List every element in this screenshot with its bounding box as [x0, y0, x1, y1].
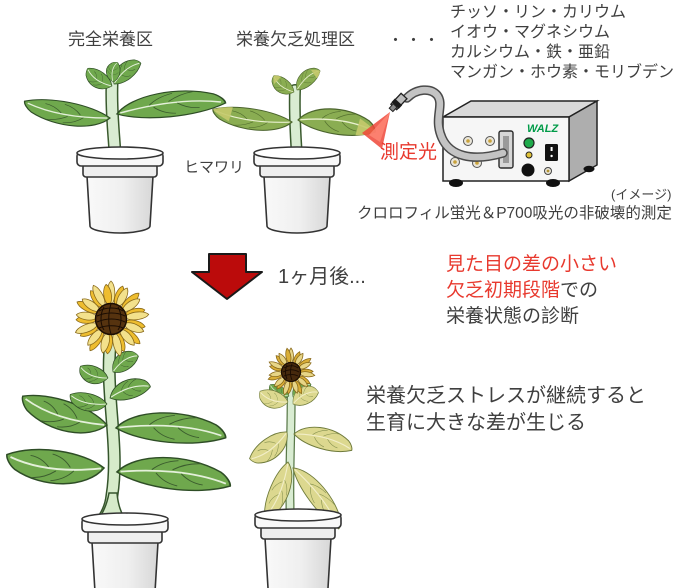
pot-healthy-grown [81, 512, 169, 588]
device-foot [546, 179, 560, 187]
nutrient-item: チッソ・リン・カリウム [450, 4, 627, 21]
fluorometer-device: WALZ [440, 99, 600, 187]
power-switch [545, 144, 558, 161]
measurement-caption: クロロフィル蛍光＆P700吸光の非破壊的測定 [357, 205, 672, 222]
fiber-cable [402, 85, 508, 162]
seedling-complete-illustration [20, 54, 228, 161]
nutrient-item: カルシウム・鉄・亜鉛 [450, 44, 611, 61]
nutrient-list: チッソ・リン・カリウム イオウ・マグネシウム カルシウム・鉄・亜鉛 マンガン・ホ… [450, 3, 674, 83]
diagnosis-line2-black: での [560, 280, 599, 301]
nutrient-item: マンガン・ホウ素・モリブデン [450, 64, 675, 81]
pot-deficient [253, 146, 341, 234]
species-label: ヒマワリ [184, 159, 245, 176]
device-foot [583, 165, 595, 173]
diagnosis-line3: 栄養状態の診断 [446, 306, 580, 327]
seedling-deficient-illustration [209, 63, 379, 164]
yellow-led [525, 151, 533, 159]
image-note: (イメージ) [611, 187, 672, 202]
pot-deficient-grown [254, 508, 342, 588]
complete-nutrition-label: 完全栄養区 [68, 30, 153, 49]
walz-logo: WALZ [527, 123, 559, 135]
one-month-arrow-icon [191, 253, 263, 300]
pot-complete [76, 146, 164, 234]
green-led [523, 137, 535, 149]
diagnosis-line1: 見た目の差の小さい [446, 254, 618, 275]
measuring-light-label: 測定光 [380, 142, 438, 163]
outcome-text: 栄養欠乏ストレスが継続すると 生育に大きな差が生じる [366, 383, 646, 437]
sunflower-healthy-illustration [2, 280, 235, 527]
sunflower-petals [74, 280, 150, 357]
diagnosis-text: 見た目の差の小さい 欠乏初期段階での 栄養状態の診断 [446, 252, 617, 330]
measuring-light-beam [362, 112, 390, 149]
device-connectors [450, 136, 495, 168]
diagnosis-line2: 欠乏初期段階での [446, 278, 617, 304]
diagnosis-line2-red: 欠乏初期段階 [446, 280, 561, 301]
sunflower-petals-small [267, 347, 316, 396]
fiber-probe [388, 92, 408, 113]
outcome-line1: 栄養欠乏ストレスが継続すると [366, 385, 646, 407]
one-month-later-label: 1ヶ月後... [278, 266, 366, 288]
device-knob [521, 163, 535, 177]
outcome-line2: 生育に大きな差が生じる [366, 412, 586, 434]
deficiency-treatment-label: 栄養欠乏処理区 [236, 30, 355, 49]
device-foot [449, 179, 463, 187]
ellipsis-dots: ・・・ [388, 32, 443, 49]
nutrient-item: イオウ・マグネシウム [450, 24, 611, 41]
